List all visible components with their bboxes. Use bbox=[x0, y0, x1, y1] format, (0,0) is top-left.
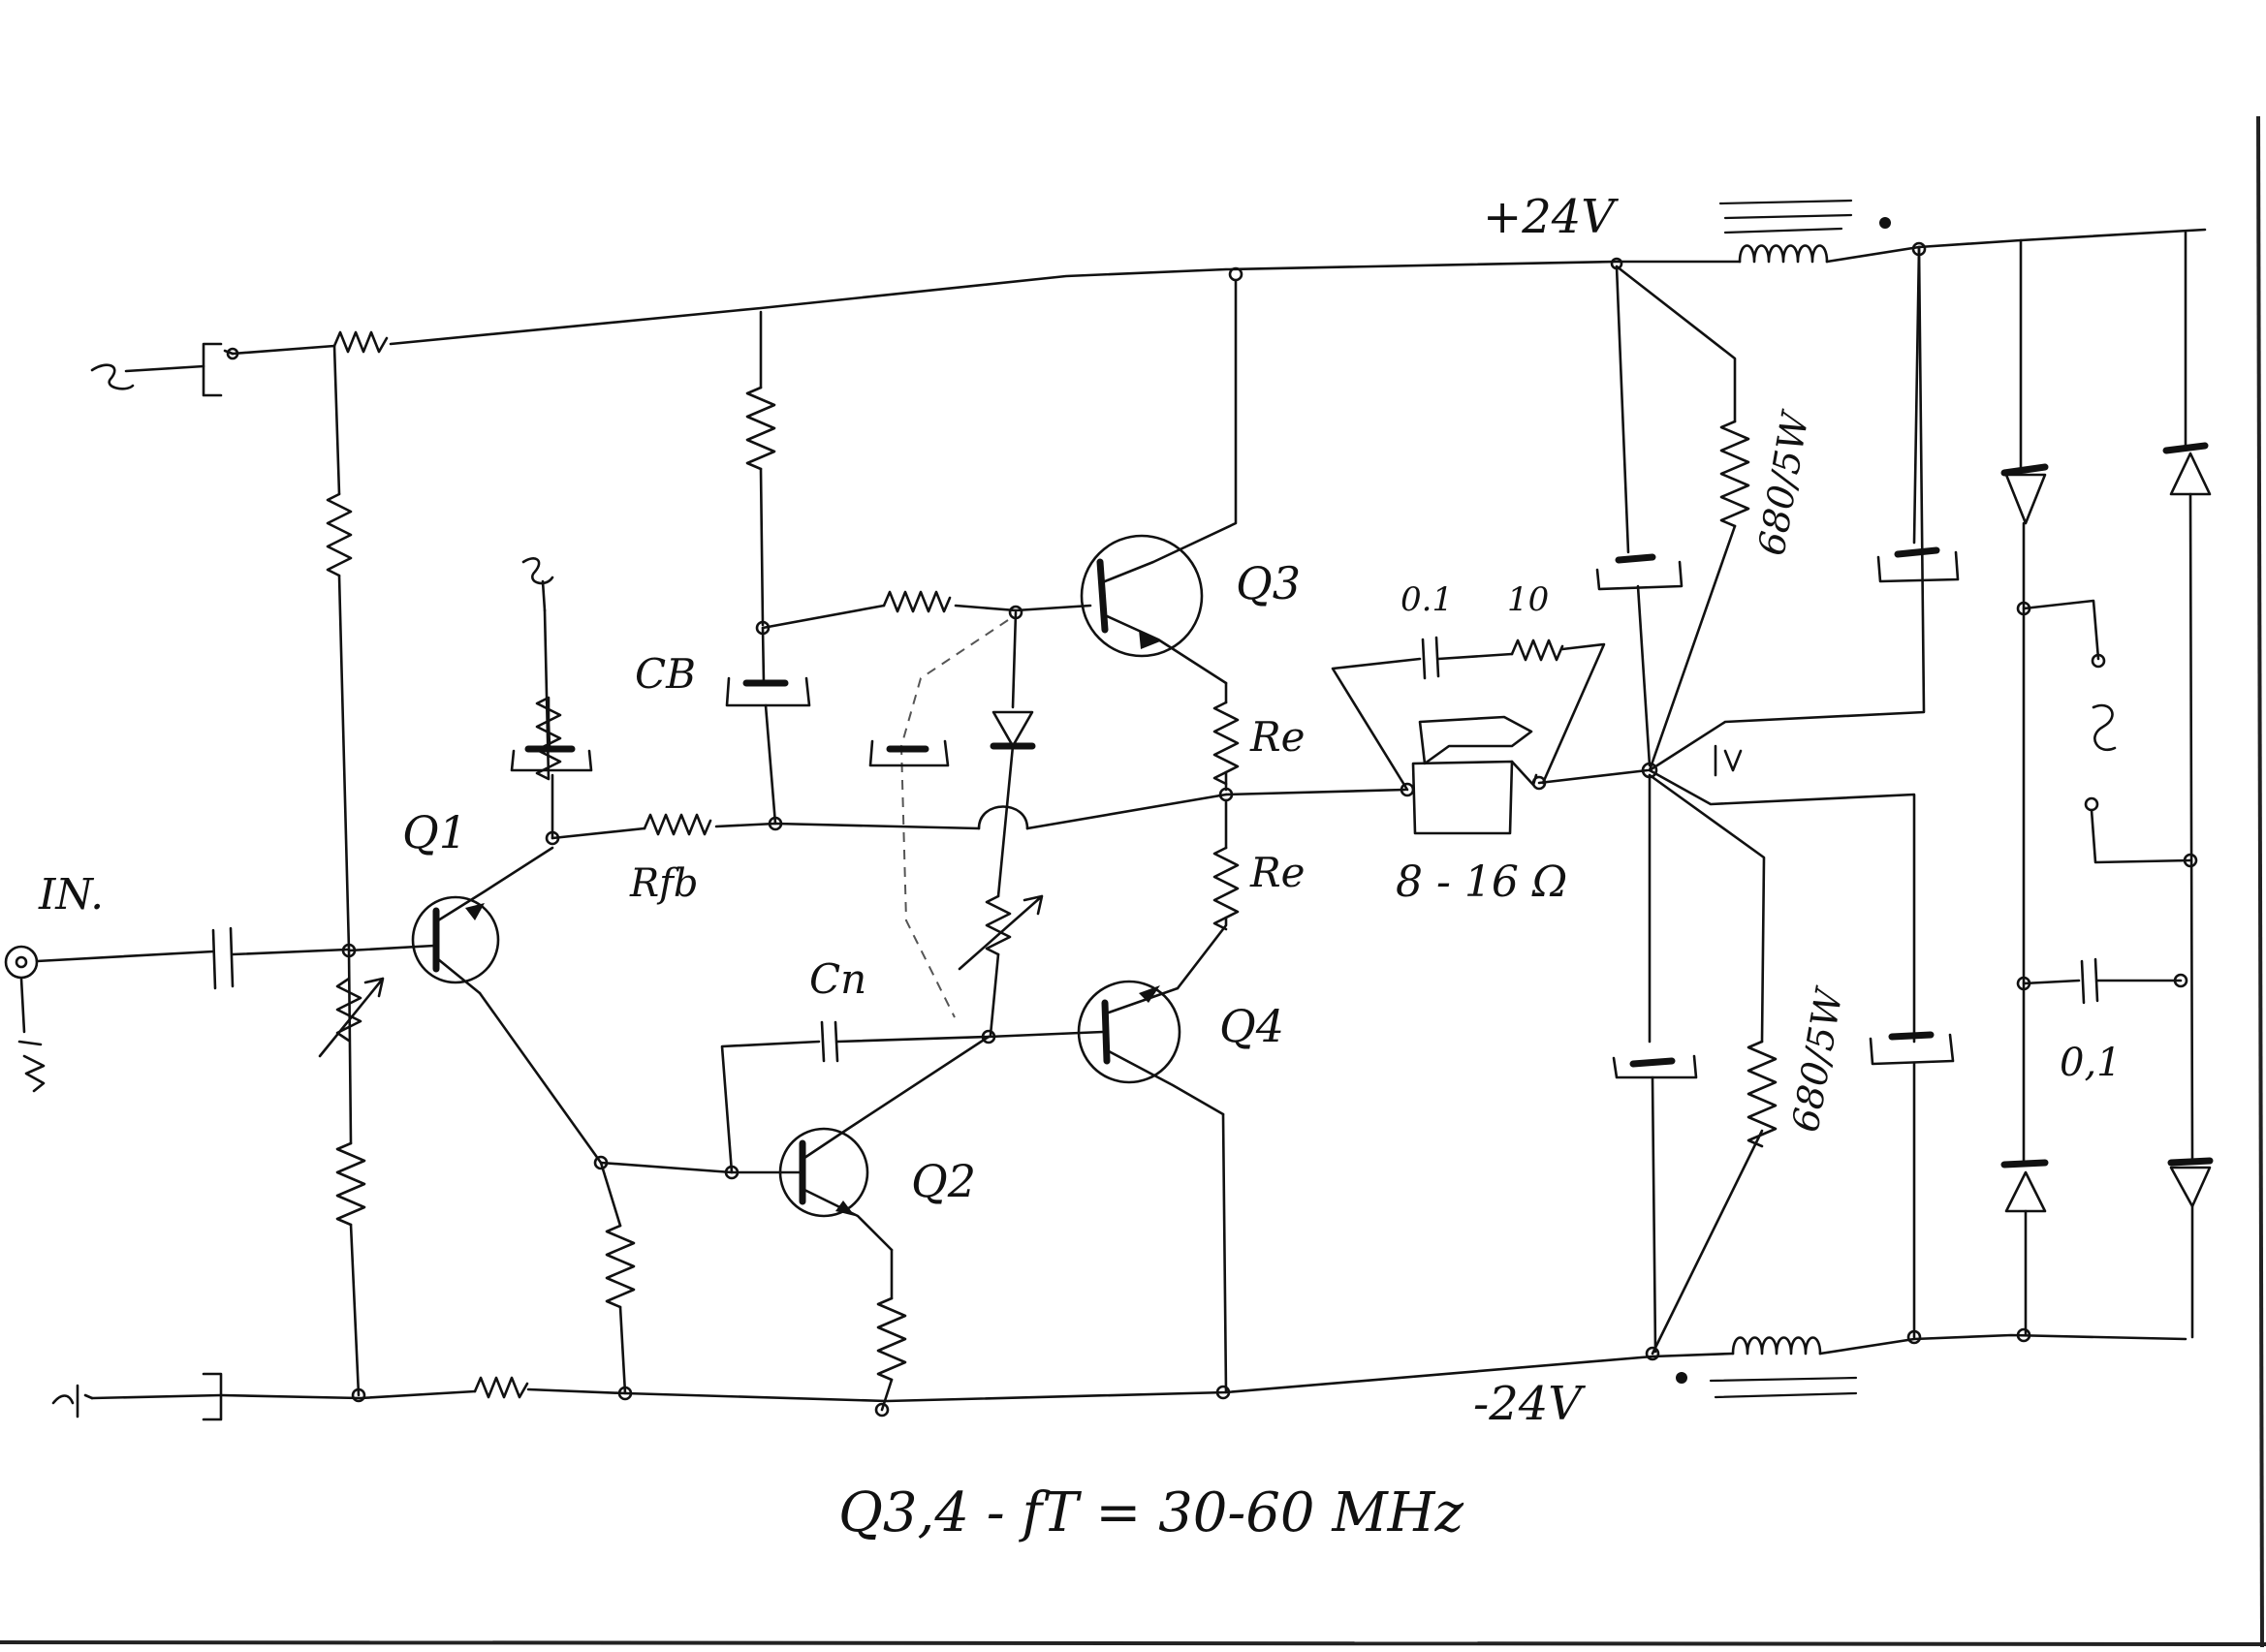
q1-emitter-to-q2 bbox=[599, 1161, 740, 1401]
negative-rail-capacitor bbox=[1612, 773, 1698, 1354]
positive-rail-capacitor bbox=[1595, 265, 1684, 767]
label-negative-supply: -24V bbox=[1473, 1377, 1586, 1431]
emitter-resistor-q3 bbox=[1212, 681, 1240, 792]
negative-rail bbox=[90, 1333, 2187, 1421]
bias-diode bbox=[958, 610, 1044, 1037]
footnote-transistor-spec: Q3,4 - fT = 30-60 MHz bbox=[838, 1481, 1464, 1544]
npn-transistor-icon-q4 bbox=[987, 980, 1228, 1394]
npn-transistor-icon-q3 bbox=[1080, 279, 1238, 685]
label-positive-supply: +24V bbox=[1483, 190, 1619, 244]
label-bleeder-resistor-top: 680/5W bbox=[1750, 407, 1818, 559]
label-compensation-capacitor: Cn bbox=[809, 955, 866, 1003]
label-feedback-resistor: Rfb bbox=[629, 861, 699, 906]
ac-source-icon bbox=[2022, 599, 2192, 864]
input-connector-top bbox=[90, 342, 239, 397]
input-capacitor bbox=[211, 926, 349, 990]
decoupling-resistor-q1 bbox=[521, 557, 562, 781]
polarity-mark-positive bbox=[1718, 199, 1853, 234]
label-supply-capacitor: 0,1 bbox=[2060, 1041, 2122, 1085]
npn-transistor-icon-q2 bbox=[730, 1035, 991, 1252]
zobel-network bbox=[1331, 636, 1606, 792]
q2-emitter-resistor bbox=[874, 1248, 907, 1418]
label-q3: Q3 bbox=[1236, 557, 1301, 609]
input-connector-bottom bbox=[51, 1384, 94, 1418]
thermal-coupling-line bbox=[899, 619, 1009, 1018]
filter-capacitor-top bbox=[1876, 245, 1960, 583]
label-input: IN. bbox=[38, 870, 104, 920]
polarity-mark-negative bbox=[1709, 1376, 1858, 1399]
thermal-bias-cap bbox=[868, 739, 950, 767]
bleeder-resistor-top bbox=[1615, 265, 1750, 772]
supply-capacitor bbox=[2022, 957, 2183, 1005]
positive-rail bbox=[231, 228, 2207, 356]
bias-trimmer bbox=[318, 977, 385, 1058]
bridge-rectifier bbox=[2000, 231, 2214, 1339]
bootstrap-network bbox=[725, 310, 1018, 826]
label-emitter-resistor-top: Re bbox=[1249, 713, 1305, 761]
emitter-resistor-q4 bbox=[1176, 798, 1240, 990]
label-speaker-impedance: 8 - 16 Ω bbox=[1396, 857, 1567, 907]
npn-transistor-icon-q1 bbox=[347, 846, 554, 995]
bias-divider bbox=[326, 344, 366, 1403]
label-q2: Q2 bbox=[911, 1155, 976, 1207]
label-q1: Q1 bbox=[402, 806, 467, 858]
label-bootstrap-capacitor: CB bbox=[635, 650, 696, 698]
ground-icon bbox=[17, 1040, 46, 1093]
label-zobel-resistor: 10 bbox=[1507, 580, 1549, 619]
decoupling-cap-q1 bbox=[510, 720, 593, 772]
bleeder-resistor-bottom bbox=[1648, 773, 1778, 1356]
filter-capacitor-bottom bbox=[1869, 1031, 1955, 1339]
page-edge-right bbox=[2256, 115, 2264, 1648]
input-jack bbox=[4, 945, 215, 1034]
star-ground bbox=[1648, 245, 1926, 1044]
compensation-capacitor bbox=[720, 1020, 991, 1174]
label-emitter-resistor-bottom: Re bbox=[1249, 849, 1305, 896]
speaker-icon bbox=[1411, 715, 1538, 835]
label-zobel-capacitor: 0.1 bbox=[1401, 580, 1453, 619]
label-bleeder-resistor-bottom: 680/5W bbox=[1784, 983, 1852, 1136]
feedback-resistor bbox=[551, 813, 777, 840]
page-edge-bottom bbox=[0, 1640, 2266, 1646]
label-q4: Q4 bbox=[1219, 1000, 1284, 1052]
